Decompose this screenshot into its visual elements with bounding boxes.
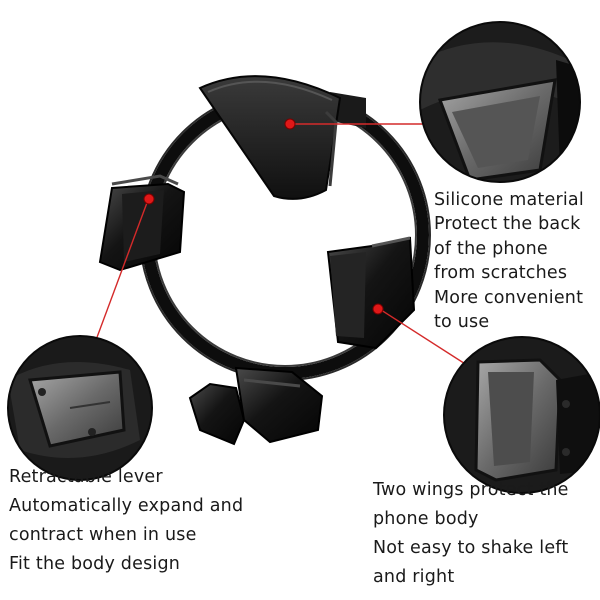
- caption-silicone-material: Silicone material Protect the back of th…: [434, 188, 584, 334]
- caption-line: of the phone: [434, 238, 548, 259]
- caption-line: to use: [434, 312, 490, 333]
- wing-closeup: [443, 336, 600, 494]
- caption-line: Fit the body design: [9, 554, 181, 574]
- marker-dot-silicone: [284, 118, 296, 130]
- caption-line: Automatically expand and: [9, 496, 244, 516]
- caption-line: Retractable lever: [9, 467, 163, 487]
- callout-line-lever: [95, 199, 149, 341]
- silicone-pad-closeup: [419, 21, 581, 183]
- right-wing-clamp: [326, 236, 416, 350]
- top-silicone-pad: [198, 75, 366, 200]
- caption-line: Silicone material: [434, 190, 584, 210]
- caption-two-wings: Two wings protect the phone body Not eas…: [373, 476, 569, 592]
- caption-line: Not easy to shake left: [373, 538, 569, 558]
- caption-line: phone body: [373, 509, 479, 529]
- caption-retractable-lever: Retractable lever Automatically expand a…: [9, 463, 243, 579]
- lever-closeup: [7, 335, 153, 481]
- marker-dot-lever: [143, 193, 155, 205]
- caption-line: Two wings protect the: [373, 480, 569, 500]
- caption-line: contract when in use: [9, 525, 197, 545]
- caption-line: from scratches: [434, 263, 568, 284]
- caption-line: and right: [373, 567, 455, 587]
- caption-line: Protect the back: [434, 214, 581, 235]
- caption-line: More convenient: [434, 287, 584, 308]
- left-retractable-lever: [98, 174, 186, 272]
- bottom-base: [188, 366, 324, 446]
- callout-markers: [143, 118, 384, 315]
- marker-dot-wing: [372, 303, 384, 315]
